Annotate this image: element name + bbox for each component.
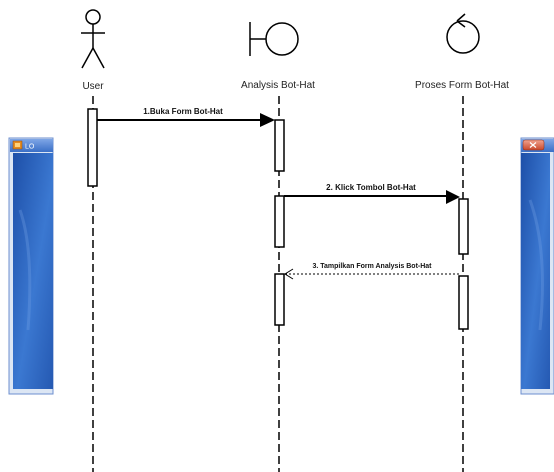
boundary-icon [250,22,298,56]
window-title: LO [25,144,35,151]
message-3: 3. Tampilkan Form Analysis Bot-Hat [285,263,459,279]
control-icon [447,14,479,53]
message-label: 2. Klick Tombol Bot-Hat [326,183,416,192]
participant-label: User [82,81,104,92]
close-icon[interactable] [523,140,544,150]
participant-user: User [81,10,105,92]
participant-label: Analysis Bot-Hat [241,80,315,91]
activations [88,109,468,329]
arrowhead-filled [260,113,275,127]
activation-bar [275,120,284,171]
activation-bar [459,276,468,329]
background-window-right [521,138,554,394]
message-1: 1.Buka Form Bot-Hat [97,107,275,127]
message-label: 3. Tampilkan Form Analysis Bot-Hat [312,263,432,270]
background-window-left: LO [9,138,53,394]
activation-bar [459,199,468,254]
message-2: 2. Klick Tombol Bot-Hat [284,183,460,204]
window-app-icon [13,141,22,149]
activation-bar [275,196,284,247]
participant-proses-form-bot-hat: Proses Form Bot-Hat [415,14,509,91]
activation-bar [88,109,97,186]
window-body [521,153,550,389]
participant-label: Proses Form Bot-Hat [415,80,509,91]
participant-analysis-bot-hat: Analysis Bot-Hat [241,22,315,91]
arrowhead-filled [446,190,460,204]
actor-icon [81,10,105,68]
window-body [13,153,53,389]
message-label: 1.Buka Form Bot-Hat [143,107,223,116]
activation-bar [275,274,284,325]
